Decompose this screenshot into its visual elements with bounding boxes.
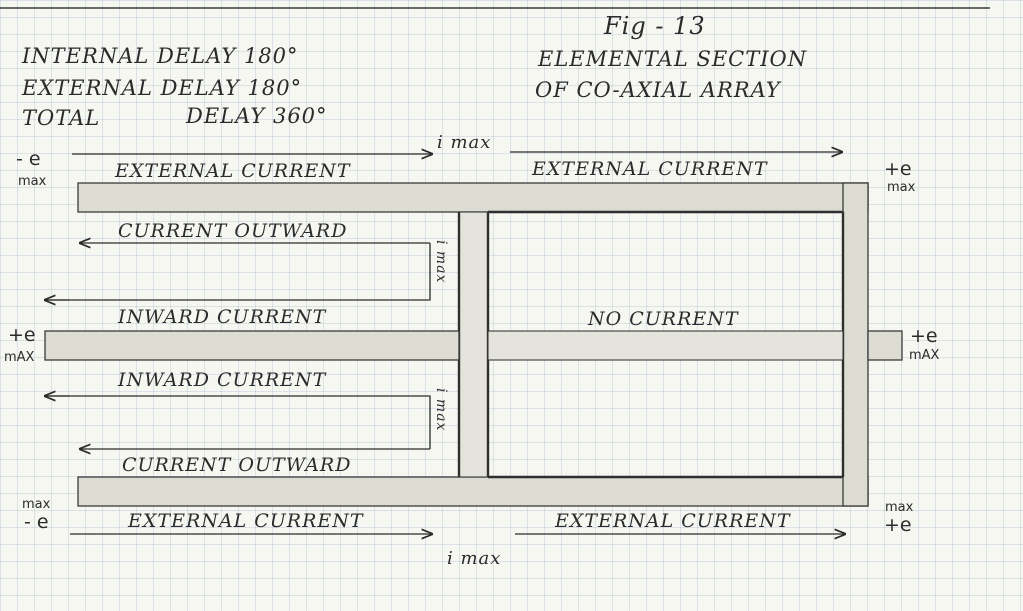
inner-conductor-mid: [487, 330, 844, 361]
note-total-label: Total: [22, 106, 101, 130]
pole-top-right-max: max: [887, 180, 916, 195]
note-external-delay: External Delay 180°: [22, 76, 303, 100]
pole-bottom-right-sign: +e: [884, 514, 912, 536]
pole-bottom-right-max: max: [885, 500, 914, 515]
label-ext-current-bottom-right: External Current: [555, 510, 791, 532]
label-no-current: No Current: [588, 308, 739, 330]
label-ext-current-bottom-left: External Current: [128, 510, 364, 532]
pole-mid-left-sign: +e: [8, 324, 36, 346]
outer-conductor-top: [77, 182, 869, 213]
inner-conductor-left: [44, 330, 460, 361]
outer-conductor-bottom: [77, 476, 869, 507]
note-internal-delay: Internal Delay 180°: [22, 44, 299, 68]
pole-top-left-sign: - e: [16, 148, 41, 170]
pole-bottom-left-max: max: [22, 497, 51, 512]
label-current-outward-upper: Current Outward: [118, 220, 348, 242]
pole-top-left-max: max: [18, 174, 47, 189]
label-current-outward-lower: Current Outward: [122, 454, 352, 476]
label-i-max-vertical-upper: i max: [433, 240, 449, 284]
label-inward-current-upper: Inward Current: [118, 306, 327, 328]
loop-lower-connector: [45, 395, 431, 449]
pole-mid-right-max: mAX: [909, 348, 940, 363]
junction-vertical: [458, 211, 489, 478]
inner-conductor-stub: [867, 330, 903, 361]
pole-top-right-sign: +e: [884, 158, 912, 180]
pole-bottom-left-sign: - e: [24, 511, 49, 533]
loop-upper-connector: [45, 243, 431, 301]
note-total-delay: Delay 360°: [186, 104, 328, 128]
pole-mid-left-max: mAX: [4, 350, 35, 365]
label-ext-current-top-left: External Current: [115, 160, 351, 182]
figure-number: Fig - 13: [604, 12, 706, 40]
label-inward-current-lower: Inward Current: [118, 369, 327, 391]
outer-conductor-right: [842, 182, 869, 507]
label-i-max-bottom: i max: [447, 548, 502, 569]
figure-title-line1: Elemental Section: [538, 47, 808, 71]
pole-mid-right-sign: +e: [910, 325, 938, 347]
label-ext-current-top-right: External Current: [532, 158, 768, 180]
label-i-max-top: i max: [437, 132, 492, 153]
label-i-max-vertical-lower: i max: [433, 388, 449, 432]
figure-title-line2: Of Co-Axial Array: [535, 78, 781, 102]
